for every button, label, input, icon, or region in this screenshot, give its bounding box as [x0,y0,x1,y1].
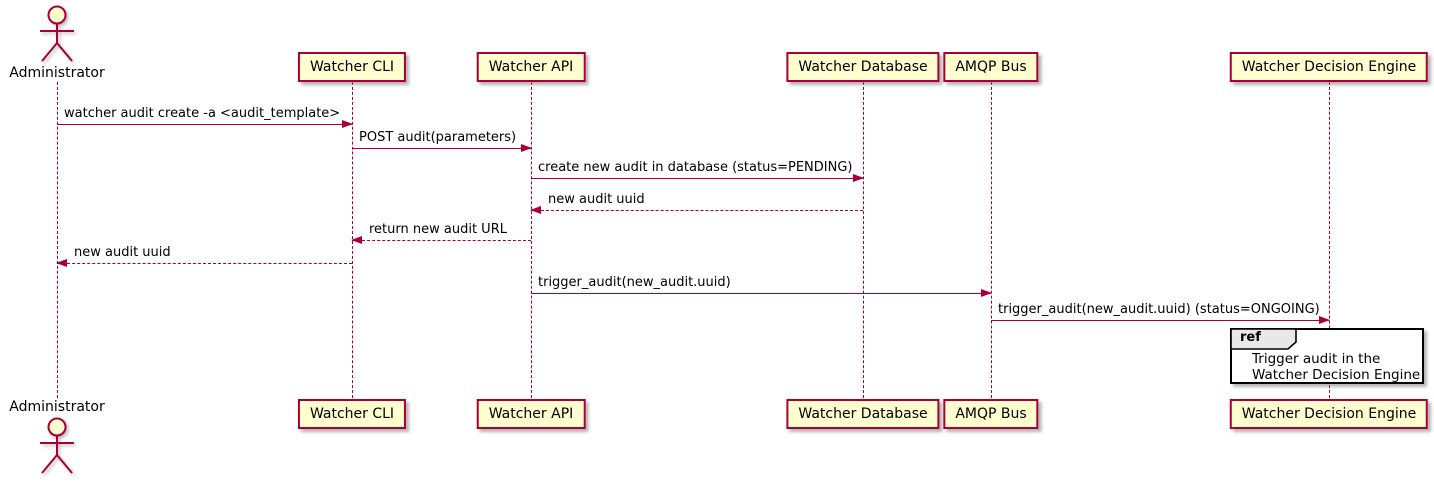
message-4-line [531,210,863,211]
message-8-label: trigger_audit(new_audit.uuid) (status=ON… [998,302,1320,317]
arrowhead-icon [56,259,67,267]
arrowhead-icon [530,206,541,214]
arrowhead-icon [351,236,362,244]
message-1-label: watcher audit create -a <audit_template> [64,106,341,121]
message-6-label: new audit uuid [74,245,171,260]
actor-icon [40,5,74,62]
ref-pentagon-icon [1231,329,1297,350]
arrowhead-icon [1319,316,1330,324]
message-8-line [991,320,1329,321]
actor-label-administrator-bottom: Administrator [9,399,105,415]
actor-label-administrator-top: Administrator [9,65,105,81]
participant-watcher-cli-top: Watcher CLI [297,52,407,82]
ref-body-line-1: Trigger audit in the [1252,351,1381,367]
arrowhead-icon [981,289,992,297]
participant-watcher-cli-bottom: Watcher CLI [297,399,407,429]
message-7-label: trigger_audit(new_audit.uuid) [538,275,731,290]
participant-watcher-database-bottom: Watcher Database [786,399,940,429]
actor-administrator-top [32,4,82,66]
message-2-label: POST audit(parameters) [359,130,517,145]
message-5-line [352,240,531,241]
participant-amqp-bus-top: AMQP Bus [943,52,1039,82]
lifeline-watcher-decision-engine [1329,82,1330,398]
ref-header: ref [1231,329,1297,350]
participant-watcher-decision-engine-bottom: Watcher Decision Engine [1229,399,1429,429]
message-5-label: return new audit URL [369,222,507,237]
message-4-label: new audit uuid [548,192,645,207]
message-3-line [531,178,863,179]
arrowhead-icon [521,144,532,152]
actor-icon [40,417,74,474]
message-2-line [352,148,531,149]
lifeline-watcher-api [531,82,532,398]
ref-body: Trigger audit in the Watcher Decision En… [1252,351,1420,383]
actor-administrator-bottom [32,416,82,480]
message-3-label: create new audit in database (status=PEN… [538,160,853,175]
ref-keyword: ref [1240,330,1261,345]
arrowhead-icon [853,174,864,182]
participant-watcher-api-top: Watcher API [476,52,586,82]
arrowhead-icon [342,120,353,128]
participant-amqp-bus-bottom: AMQP Bus [943,399,1039,429]
lifeline-watcher-database [863,82,864,398]
message-6-line [57,263,352,264]
participant-watcher-database-top: Watcher Database [786,52,940,82]
message-7-line [531,293,991,294]
lifeline-administrator [57,82,58,398]
participant-watcher-decision-engine-top: Watcher Decision Engine [1229,52,1429,82]
ref-body-line-2: Watcher Decision Engine [1252,367,1421,383]
participant-watcher-api-bottom: Watcher API [476,399,586,429]
message-1-line [57,124,352,125]
ref-fragment: ref Trigger audit in the Watcher Decisio… [1230,328,1424,384]
lifeline-amqp-bus [991,82,992,398]
